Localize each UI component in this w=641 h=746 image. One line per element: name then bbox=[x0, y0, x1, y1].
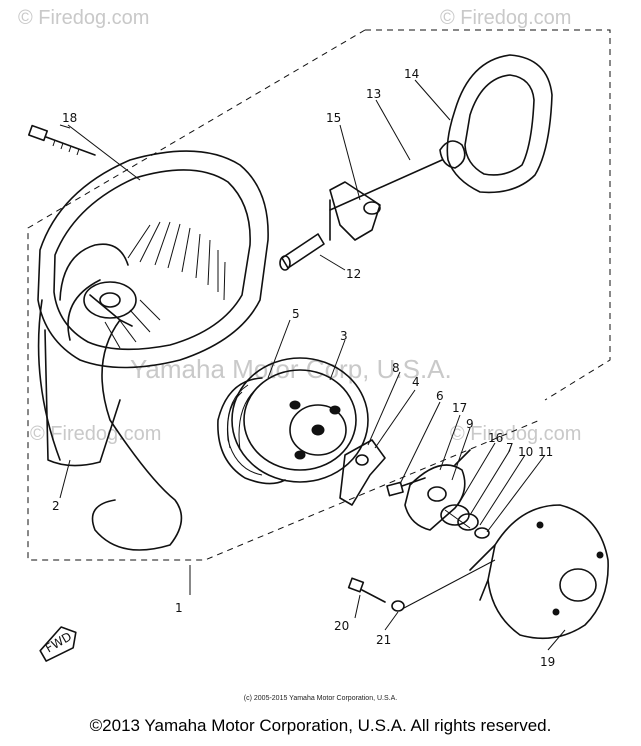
callout-18: 18 bbox=[62, 111, 77, 125]
callout-17: 17 bbox=[452, 401, 467, 415]
case-bolt bbox=[27, 124, 96, 156]
callout-12: 12 bbox=[346, 267, 361, 281]
callout-5: 5 bbox=[292, 307, 300, 321]
footer-copyright: ©2013 Yamaha Motor Corporation, U.S.A. A… bbox=[89, 716, 552, 735]
ratchet-guide bbox=[404, 449, 471, 531]
callout-20: 20 bbox=[334, 619, 349, 633]
callout-9: 9 bbox=[466, 417, 474, 431]
callout-13: 13 bbox=[366, 87, 381, 101]
ratchet-pawl bbox=[339, 439, 386, 506]
assembly-boundary bbox=[27, 29, 611, 561]
starter-rope bbox=[329, 159, 443, 211]
callout-2: 2 bbox=[52, 499, 60, 513]
center-bolt bbox=[386, 477, 426, 497]
callout-14: 14 bbox=[404, 67, 419, 81]
starter-handle bbox=[439, 54, 553, 194]
callout-4: 4 bbox=[412, 375, 420, 389]
watermark-middle-left: © Firedog.com bbox=[30, 423, 161, 445]
starter-case bbox=[27, 124, 269, 551]
watermark-top-left: © Firedog.com bbox=[18, 7, 149, 29]
rope-reel bbox=[217, 357, 369, 485]
diagram-copyright: (c) 2005-2015 Yamaha Motor Corporation, … bbox=[243, 695, 398, 702]
recoil-starter-exploded-diagram: © Firedog.com © Firedog.com © Firedog.co… bbox=[18, 7, 611, 669]
guide-pin bbox=[279, 233, 325, 271]
callout-21: 21 bbox=[376, 633, 391, 647]
callout-1: 1 bbox=[175, 601, 183, 615]
callout-7: 7 bbox=[506, 441, 514, 455]
callout-10: 10 bbox=[518, 445, 533, 459]
callout-16: 16 bbox=[488, 431, 503, 445]
fwd-arrow: FWD bbox=[39, 626, 77, 662]
watermark-top-right: © Firedog.com bbox=[440, 7, 571, 29]
leader-lines bbox=[59, 79, 566, 651]
callout-19: 19 bbox=[540, 655, 555, 669]
watermark-middle-right: © Firedog.com bbox=[450, 423, 581, 445]
callout-8: 8 bbox=[392, 361, 400, 375]
cover-bolt bbox=[347, 577, 405, 612]
callout-15: 15 bbox=[326, 111, 341, 125]
callout-3: 3 bbox=[340, 329, 348, 343]
starter-cover bbox=[469, 504, 609, 640]
callout-11: 11 bbox=[538, 445, 553, 459]
case-cooling-fins bbox=[104, 221, 226, 349]
callout-6: 6 bbox=[436, 389, 444, 403]
rope-guide bbox=[329, 181, 381, 241]
fwd-label: FWD bbox=[43, 629, 74, 655]
washer-stack bbox=[440, 504, 490, 539]
callout-numbers: 1 2 3 4 5 6 7 8 9 10 11 12 13 14 15 16 1… bbox=[52, 67, 555, 669]
